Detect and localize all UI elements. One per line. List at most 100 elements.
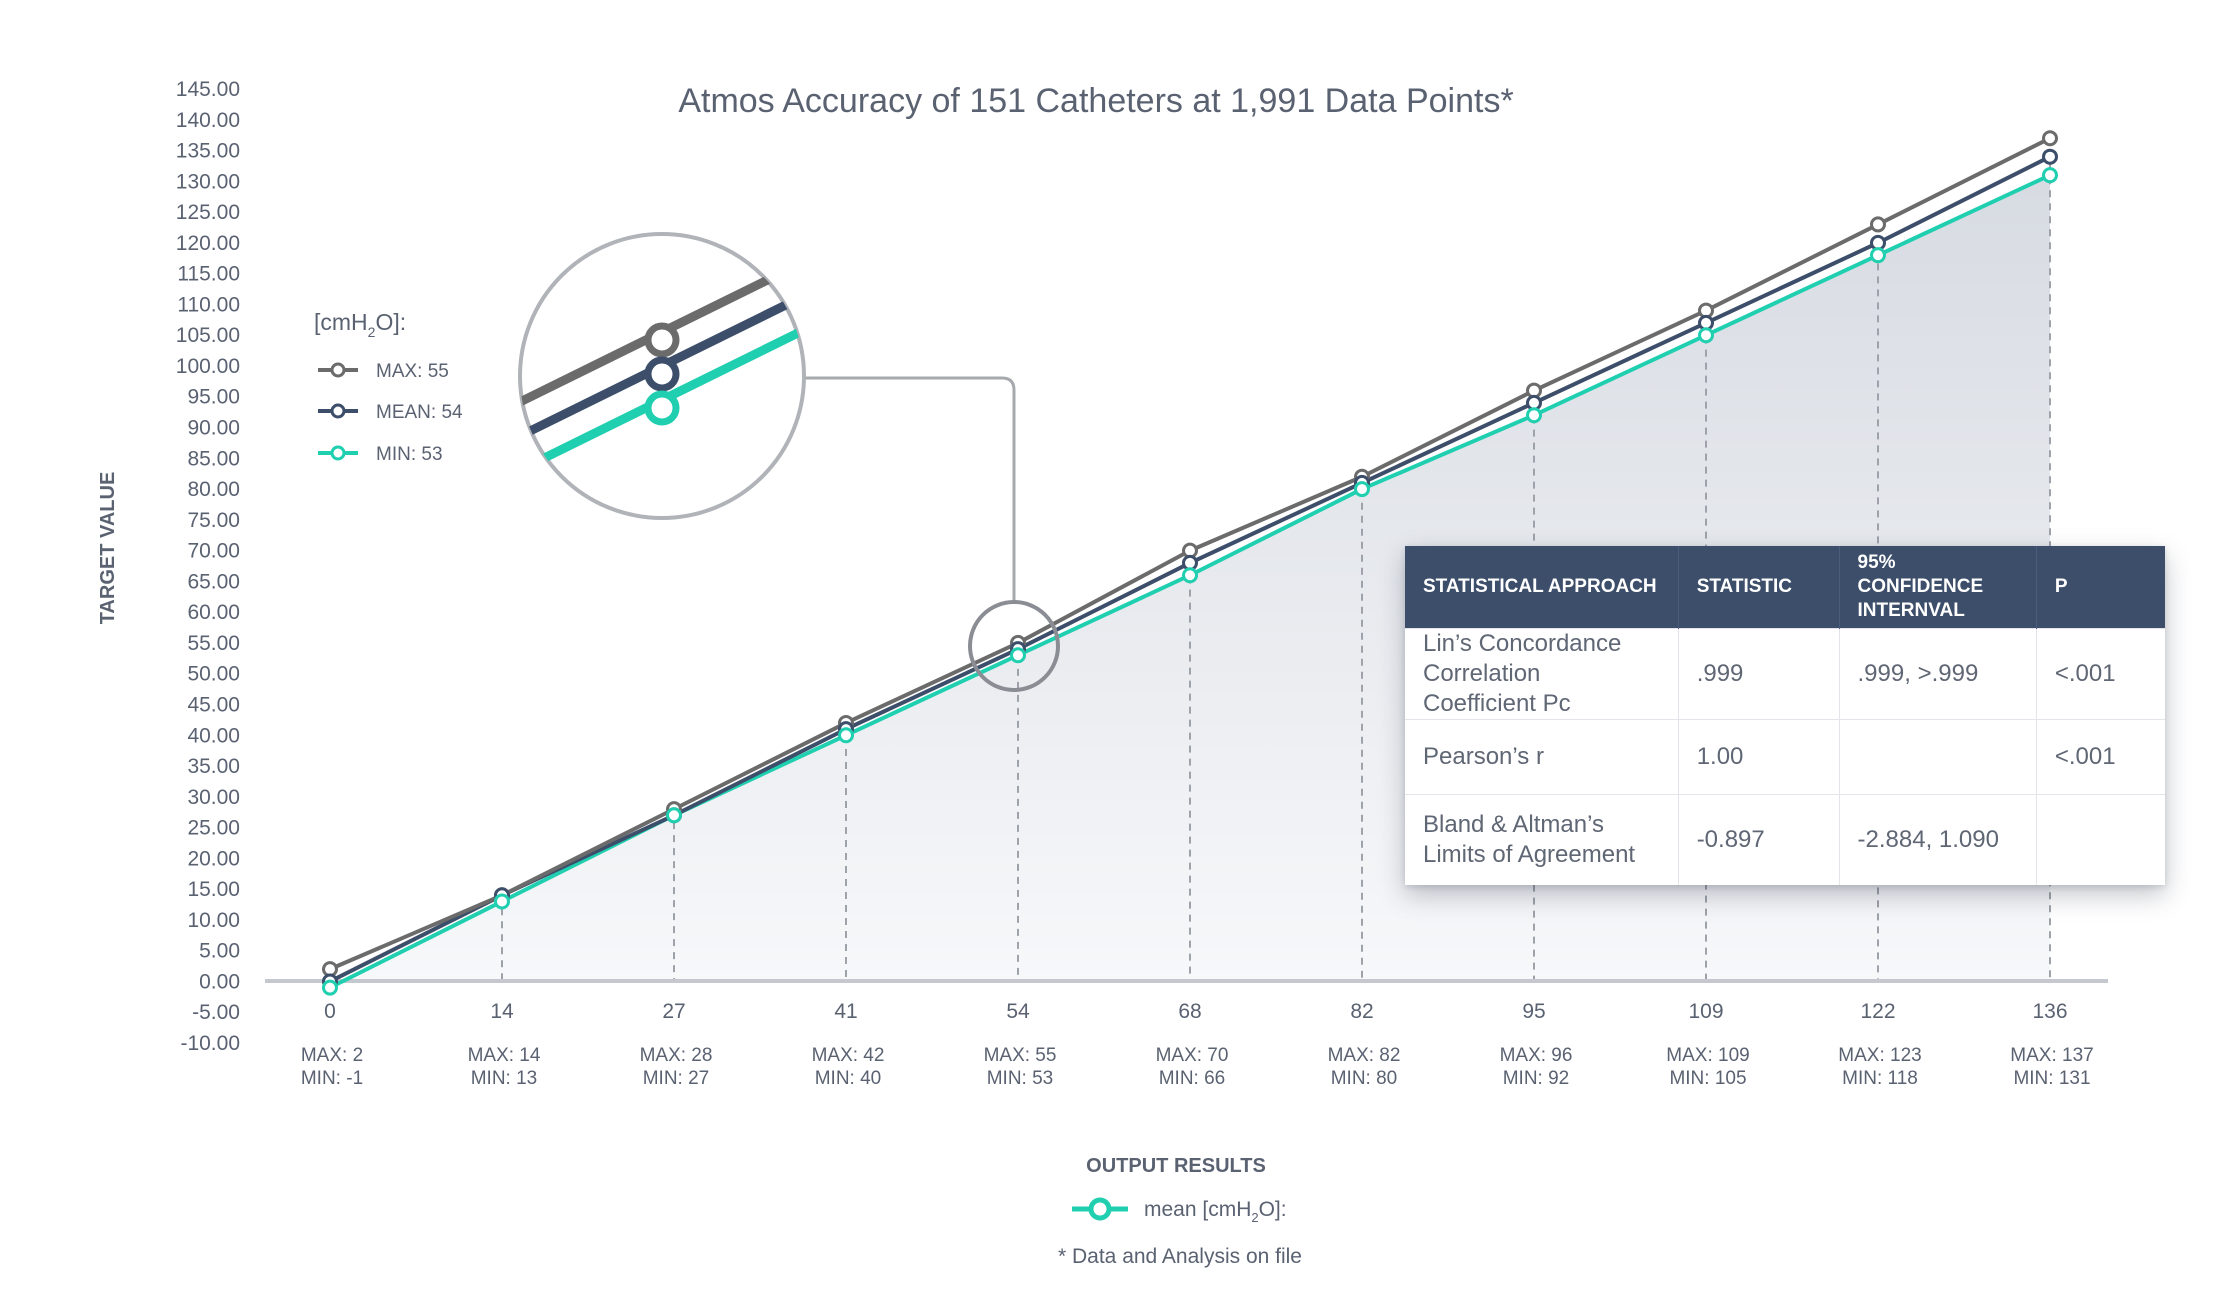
y-tick-label: 135.00 (176, 140, 240, 163)
y-tick-label: 125.00 (176, 201, 240, 224)
y-tick-label: -10.00 (180, 1032, 240, 1055)
min-label: MIN: 40 (815, 1068, 882, 1089)
footnote: * Data and Analysis on file (1058, 1245, 1302, 1268)
y-tick-label: 65.00 (187, 570, 240, 593)
y-axis-label: TARGET VALUE (97, 472, 119, 625)
table-row: Pearson’s r 1.00 <.001 (1405, 719, 2165, 795)
max-label: MAX: 123 (1838, 1045, 1921, 1066)
y-tick-label: 130.00 (176, 170, 240, 193)
min-label: MIN: 118 (1842, 1068, 1918, 1089)
cell-statistic: -0.897 (1677, 794, 1840, 885)
zoom-callout (518, 232, 1060, 692)
cell-confidence: .999, >.999 (1838, 628, 2037, 720)
x-axis-label: OUTPUT RESULTS (1086, 1155, 1266, 1177)
y-tick-label: 85.00 (187, 447, 240, 470)
min-label: MIN: -1 (301, 1068, 363, 1089)
cell-confidence: -2.884, 1.090 (1838, 794, 2037, 885)
y-tick-label: 55.00 (187, 632, 240, 655)
zoom-mean-point (644, 356, 680, 392)
y-tick-label: -5.00 (192, 1001, 240, 1024)
y-tick-label: 110.00 (177, 293, 240, 316)
y-tick-label: 70.00 (187, 540, 240, 563)
x-tick-label: 136 (2032, 1000, 2067, 1023)
max-label: MAX: 137 (2010, 1045, 2093, 1066)
data-point-min (1010, 647, 1026, 664)
data-point-min (2042, 167, 2058, 184)
y-tick-label: 30.00 (187, 786, 240, 809)
cell-p: <.001 (2035, 719, 2165, 795)
bottom-legend-label: mean [cmH2O]: (1144, 1198, 1287, 1225)
zoom-min-point (644, 390, 680, 426)
data-point-min (322, 979, 338, 996)
y-tick-label: 10.00 (187, 909, 240, 932)
y-tick-label: 50.00 (187, 663, 240, 686)
max-label: MAX: 55 (984, 1045, 1057, 1066)
x-tick-label: 0 (324, 1000, 336, 1023)
min-label: MIN: 13 (471, 1068, 538, 1089)
x-tick-label: 27 (662, 1000, 685, 1023)
zoom-max-point (644, 322, 680, 358)
min-label: MIN: 92 (1503, 1068, 1570, 1089)
x-tick-label: 95 (1522, 1000, 1545, 1023)
cell-statistic: .999 (1677, 628, 1840, 720)
legend-mean-label: MEAN: 54 (376, 402, 463, 423)
y-tick-label: 25.00 (187, 817, 240, 840)
legend-title: [cmH2O]: (314, 309, 406, 340)
legend-max-marker (330, 362, 346, 378)
stats-header-row: STATISTICAL APPROACH STATISTIC 95% CONFI… (1405, 546, 2165, 629)
y-tick-label: 20.00 (187, 847, 240, 870)
cell-p: <.001 (2035, 628, 2165, 720)
cell-approach: Bland & Altman’s Limits of Agreement (1405, 794, 1679, 885)
y-tick-label: 75.00 (187, 509, 240, 532)
y-tick-label: 5.00 (199, 940, 240, 963)
data-point-max (1870, 216, 1886, 233)
bottom-legend-marker (1088, 1197, 1112, 1221)
y-tick-label: 115.00 (177, 263, 240, 286)
max-label: MAX: 82 (1328, 1045, 1401, 1066)
max-label: MAX: 96 (1500, 1045, 1573, 1066)
table-row: Lin’s Concordance Correlation Coefficien… (1405, 628, 2165, 720)
max-label: MAX: 2 (301, 1045, 363, 1066)
cell-approach: Pearson’s r (1405, 719, 1679, 795)
header-confidence: 95% CONFIDENCE INTERNVAL (1838, 546, 2037, 629)
legend-max-label: MAX: 55 (376, 361, 449, 382)
header-statistic: STATISTIC (1677, 546, 1840, 629)
legend-mean-marker (330, 403, 346, 419)
legend-min-marker (330, 445, 346, 461)
max-label: MAX: 28 (640, 1045, 713, 1066)
cell-confidence (1838, 719, 2037, 795)
x-tick-label: 41 (834, 1000, 857, 1023)
y-tick-label: 90.00 (187, 417, 240, 440)
legend-min-label: MIN: 53 (376, 444, 443, 465)
x-tick-label: 68 (1178, 1000, 1201, 1023)
min-label: MIN: 27 (643, 1068, 710, 1089)
x-tick-label: 109 (1688, 1000, 1723, 1023)
cell-statistic: 1.00 (1677, 719, 1840, 795)
x-tick-label: 54 (1006, 1000, 1030, 1023)
max-label: MAX: 70 (1156, 1045, 1229, 1066)
chart-title: Atmos Accuracy of 151 Catheters at 1,991… (678, 82, 1513, 120)
data-point-min (838, 727, 854, 744)
zoom-connector (805, 376, 1016, 602)
y-tick-label: 45.00 (187, 693, 240, 716)
y-tick-label: 145.00 (176, 78, 240, 101)
min-label: MIN: 80 (1331, 1068, 1398, 1089)
min-label: MIN: 131 (2013, 1068, 2090, 1089)
min-label: MIN: 66 (1159, 1068, 1226, 1089)
y-tick-label: 95.00 (187, 386, 240, 409)
data-point-min (1698, 327, 1714, 344)
data-point-min (1182, 567, 1198, 584)
x-tick-label: 122 (1860, 1000, 1895, 1023)
y-tick-label: 100.00 (176, 355, 240, 378)
table-row: Bland & Altman’s Limits of Agreement -0.… (1405, 794, 2165, 885)
max-label: MAX: 42 (812, 1045, 885, 1066)
y-tick-label: 40.00 (187, 724, 240, 747)
cell-p (2035, 794, 2165, 885)
y-tick-label: 15.00 (187, 878, 240, 901)
data-point-min (1354, 481, 1370, 498)
cell-approach: Lin’s Concordance Correlation Coefficien… (1405, 628, 1679, 720)
max-label: MAX: 14 (468, 1045, 541, 1066)
data-point-min (1870, 247, 1886, 264)
min-label: MIN: 105 (1669, 1068, 1746, 1089)
y-tick-label: 35.00 (187, 755, 240, 778)
